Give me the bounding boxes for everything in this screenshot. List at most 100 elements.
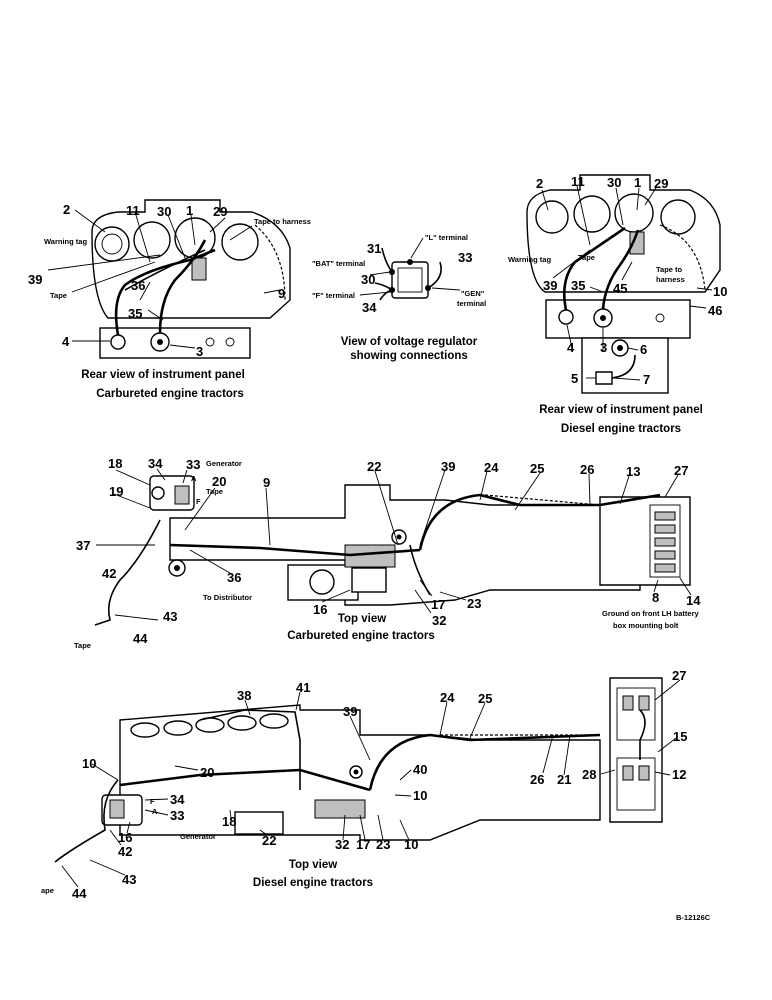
label-tape: Tape [206, 487, 223, 496]
callout-4: 4 [62, 334, 70, 349]
label-a: A [191, 474, 197, 483]
callout-1: 1 [186, 203, 193, 218]
callout-36: 36 [131, 278, 145, 293]
callout-21: 21 [557, 772, 571, 787]
callout-15: 15 [673, 729, 687, 744]
callout-2: 2 [536, 176, 543, 191]
callout-10: 10 [713, 284, 727, 299]
callout-33: 33 [458, 250, 472, 265]
top-carbureted-drawing [94, 475, 691, 626]
top-carbureted: 18 34 33 19 20 9 22 39 24 25 26 13 27 37… [74, 456, 701, 650]
caption-panel-carbureted-2: Carbureted engine tractors [96, 388, 244, 400]
figure-id: B-12126C [676, 913, 711, 922]
callout-10: 10 [413, 788, 427, 803]
panel-carbureted-leaders [47, 209, 281, 349]
label-ground-2: box mounting bolt [613, 621, 679, 630]
callout-31: 31 [367, 241, 381, 256]
callout-22: 22 [367, 459, 381, 474]
callout-33: 33 [186, 457, 200, 472]
label-l-terminal: "L" terminal [425, 233, 468, 242]
label-ground-1: Ground on front LH battery [602, 609, 699, 618]
callout-34: 34 [362, 300, 377, 315]
callout-37: 37 [76, 538, 90, 553]
callout-5: 5 [571, 371, 578, 386]
callout-43: 43 [163, 609, 177, 624]
callout-19: 19 [109, 484, 123, 499]
top-carbureted-labels: Generator A Tape F To Distributor Tape G… [74, 459, 699, 650]
top-diesel-labels: F A Generator ape [41, 797, 216, 895]
callout-34: 34 [148, 456, 163, 471]
callout-35: 35 [571, 278, 585, 293]
callout-24: 24 [440, 690, 455, 705]
caption-panel-diesel-1: Rear view of instrument panel [539, 404, 703, 416]
callout-40: 40 [413, 762, 427, 777]
callout-3: 3 [600, 340, 607, 355]
callout-25: 25 [530, 461, 544, 476]
panel-diesel: 2 11 30 1 29 39 35 45 10 46 4 3 6 5 7 Wa… [508, 174, 727, 435]
callout-27: 27 [674, 463, 688, 478]
callout-28: 28 [582, 767, 596, 782]
callout-3: 3 [196, 344, 203, 359]
callout-20: 20 [200, 765, 214, 780]
callout-34: 34 [170, 792, 185, 807]
caption-top-carbureted-2: Carbureted engine tractors [287, 630, 435, 642]
callout-39: 39 [343, 704, 357, 719]
label-harness: harness [656, 275, 685, 284]
callout-29: 29 [654, 176, 668, 191]
label-f: F [150, 797, 155, 806]
label-tape: Tape [50, 291, 67, 300]
callout-24: 24 [484, 460, 499, 475]
callout-39: 39 [28, 272, 42, 287]
label-generator: Generator [206, 459, 242, 468]
label-tape-end: ape [41, 886, 54, 895]
label-tape: Tape [578, 253, 595, 262]
callout-11: 11 [571, 174, 585, 189]
caption-top-diesel-2: Diesel engine tractors [253, 877, 373, 889]
callout-38: 38 [237, 688, 251, 703]
label-gen: "GEN" [461, 289, 485, 298]
label-f-terminal: "F" terminal [312, 291, 355, 300]
label-tape-end: Tape [74, 641, 91, 650]
top-diesel-leaders [61, 679, 681, 888]
panel-diesel-labels: Warning tag Tape Tape to harness [508, 253, 685, 284]
caption-regulator-1: View of voltage regulator [341, 336, 478, 348]
callout-16: 16 [313, 602, 327, 617]
callout-33: 33 [170, 808, 184, 823]
callout-46: 46 [708, 303, 722, 318]
panel-diesel-leaders [541, 185, 713, 381]
callout-32: 32 [432, 613, 446, 628]
callout-16: 22 [262, 833, 276, 848]
panel-diesel-callouts: 2 11 30 1 29 39 35 45 10 46 4 3 6 5 7 [536, 174, 727, 387]
callout-26: 26 [530, 772, 544, 787]
callout-14: 14 [686, 593, 701, 608]
callout-26: 26 [580, 462, 594, 477]
regulator-leaders [359, 237, 461, 296]
top-diesel-callouts: 38 41 24 25 27 39 15 10 20 40 28 12 26 2… [72, 668, 687, 901]
callout-23: 23 [467, 596, 481, 611]
regulator-callouts: 31 30 34 33 [361, 241, 472, 315]
caption-top-diesel-1: Top view [289, 859, 337, 871]
top-carbureted-callouts: 18 34 33 19 20 9 22 39 24 25 26 13 27 37… [76, 456, 701, 646]
callout-35: 35 [128, 306, 142, 321]
callout-9: 9 [263, 475, 270, 490]
panel-carbureted-drawing [91, 199, 291, 359]
callout-44: 44 [133, 631, 148, 646]
callout-7: 7 [643, 372, 650, 387]
callout-10: 10 [82, 756, 96, 771]
callout-9: 9 [278, 286, 285, 301]
label-f: F [196, 497, 201, 506]
regulator-drawing [374, 247, 442, 301]
callout-39: 39 [441, 459, 455, 474]
callout-2: 2 [63, 202, 70, 217]
callout-20: 20 [212, 474, 226, 489]
callout-30: 30 [607, 175, 621, 190]
label-gen-terminal: terminal [457, 299, 486, 308]
callout-42: 42 [102, 566, 116, 581]
label-tape-to-harness: Tape to harness [254, 217, 311, 226]
callout-39: 39 [543, 278, 557, 293]
callout-36: 36 [227, 570, 241, 585]
label-warning-tag: Warning tag [44, 237, 87, 246]
regulator-labels: "L" terminal "BAT" terminal "F" terminal… [312, 233, 486, 308]
callout-30: 30 [361, 272, 375, 287]
